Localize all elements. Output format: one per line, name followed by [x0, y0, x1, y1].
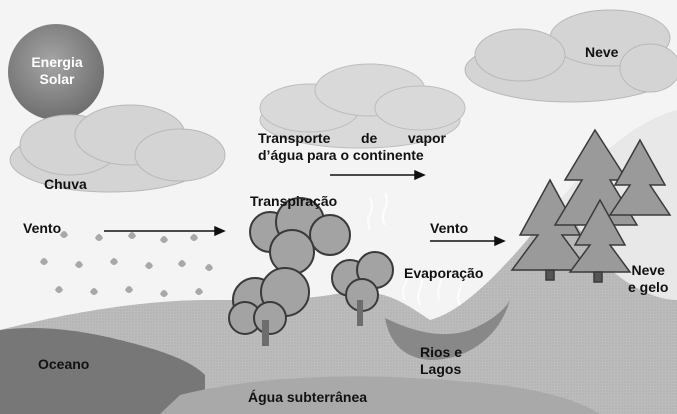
solar-energy-label: Energia Solar [22, 54, 92, 88]
groundwater [160, 376, 600, 414]
wind-label-left: Vento [23, 220, 62, 236]
vapor-cloud [259, 63, 466, 149]
rain-label: Chuva [44, 176, 87, 192]
snow-cloud [464, 9, 677, 103]
vapor-transport-line-1: Transporte de vapor [258, 130, 446, 146]
vapor-transport-line-2: d’água para o continente [258, 147, 424, 163]
snow-ice-line-2: e gelo [628, 279, 669, 295]
rivers-lakes [385, 300, 510, 360]
evaporation-vapor [367, 192, 463, 306]
ocean [0, 328, 205, 414]
solar-energy-line-2: Solar [39, 71, 75, 87]
wind-arrow-right [430, 235, 506, 247]
sun [8, 24, 104, 120]
evaporation-label: Evaporação [404, 265, 484, 281]
vapor-transport-arrow [330, 169, 426, 181]
wind-label-right: Vento [430, 220, 469, 236]
groundwater-label: Água subterrânea [248, 389, 368, 405]
rivers-lakes-label: Rios e Lagos [420, 344, 462, 378]
rain-cloud [9, 104, 226, 193]
wind-arrow-left [104, 225, 226, 237]
ocean-label: Oceano [38, 356, 90, 372]
snow-label: Neve [585, 44, 619, 60]
pine-trees [510, 128, 672, 283]
transpiration-label: Transpiração [250, 193, 338, 209]
rivers-lakes-line-1: Rios e [420, 344, 463, 360]
snow-ice-label: Neve e gelo [628, 262, 668, 296]
land-texture [0, 120, 677, 414]
tree-group [228, 197, 394, 346]
rivers-lakes-line-2: Lagos [420, 361, 462, 377]
vapor-transport-label: Transporte de vapor d’água para o contin… [258, 130, 446, 164]
solar-energy-line-1: Energia [31, 54, 83, 70]
snow-ice-line-1: Neve [631, 262, 665, 278]
